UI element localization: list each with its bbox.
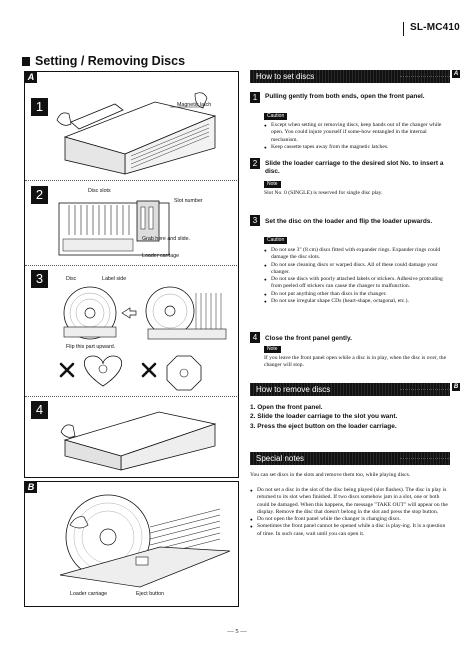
label-disc-slots: Disc slots — [88, 188, 111, 194]
special-notes-intro: You can set discs in the slots and remov… — [250, 472, 411, 478]
panel-a-badge: A — [25, 72, 37, 83]
model-label-box: SL-MC410 — [403, 22, 466, 36]
note-badge: Note — [264, 346, 281, 353]
how-to-remove-bar: How to remove discs — [250, 383, 450, 396]
set-step-4-text: If you leave the front panel open while … — [264, 355, 447, 369]
bullet-text: Except when setting or removing discs, k… — [264, 122, 449, 144]
set-step-2-number: 2 — [250, 158, 260, 169]
caution-badge: Caution — [264, 237, 288, 244]
figure-step-2: 2 — [31, 186, 48, 204]
remove-step: 3. Press the eject button on the loader … — [250, 422, 397, 430]
title-square-icon — [22, 57, 30, 66]
how-to-remove-tag: B — [452, 383, 460, 391]
set-step-1-bullets: Except when setting or removing discs, k… — [264, 122, 449, 151]
set-step-4-heading: Close the front panel gently. — [265, 335, 352, 342]
label-grab-here: Grab here and slide. — [142, 236, 190, 242]
label-slot-number: Slot number — [174, 198, 203, 204]
model-number: SL-MC410 — [410, 22, 460, 33]
set-step-1-number: 1 — [250, 92, 260, 103]
disc-slots-illustration — [58, 200, 170, 256]
bullet-text: Do not use irregular shape CDs (heart-sh… — [264, 298, 449, 306]
how-to-set-bar: How to set discs — [250, 70, 450, 83]
disc-on-loader-illustration — [63, 286, 227, 340]
special-notes-bar: Special notes — [250, 452, 450, 465]
page-number: — 5 — — [227, 628, 247, 635]
bullet-text: Do not use 3" (8 cm) discs fitted with e… — [264, 247, 449, 262]
remove-steps-list: 1. Open the front panel. 2. Slide the lo… — [250, 403, 397, 431]
set-step-2-text: Slot No. 0 (SINGLE) is reserved for sing… — [264, 190, 383, 196]
label-b-loader-carriage: Loader carriage — [70, 591, 108, 597]
figure-step-4: 4 — [31, 401, 48, 419]
divider — [25, 180, 237, 181]
figure-step-3: 3 — [31, 270, 48, 288]
bar-dotline — [400, 458, 450, 459]
bullet-text: Keep cassette tapes away from the magnet… — [264, 144, 449, 152]
caution-badge: Caution — [264, 113, 288, 120]
divider — [25, 396, 237, 397]
set-step-2-heading: Slide the loader carriage to the desired… — [265, 160, 444, 175]
label-magnetic-latch: Magnetic latch — [177, 102, 212, 108]
eject-illustration — [59, 494, 231, 588]
set-step-3-heading: Set the disc on the loader and flip the … — [265, 218, 433, 225]
irregular-discs-illustration — [59, 355, 202, 391]
remove-step: 1. Open the front panel. — [250, 404, 323, 411]
section-title-text: Setting / Removing Discs — [35, 54, 186, 68]
label-flip-part: Flip this part upward. — [66, 344, 116, 350]
bullet-text: Do not set a disc in the slot of the dis… — [250, 487, 448, 516]
how-to-set-tag: A — [452, 70, 460, 78]
label-label-side: Label side — [102, 276, 127, 282]
label-disc: Disc — [66, 276, 77, 282]
bullet-text: Sometimes the front panel cannot be open… — [250, 523, 448, 538]
bullet-text: Do not use discs with poorly attached la… — [264, 276, 449, 291]
set-step-4-number: 4 — [250, 332, 260, 343]
set-step-3-number: 3 — [250, 215, 260, 226]
bullet-text: Do not put anything other than discs in … — [264, 291, 449, 299]
bar-dotline — [400, 76, 450, 77]
figure-step-1: 1 — [31, 98, 48, 116]
label-eject-button: Eject button — [136, 591, 164, 597]
remove-step: 2. Slide the loader carriage to the slot… — [250, 413, 398, 421]
bullet-text: Do not open the front panel while the ch… — [250, 516, 448, 524]
special-notes-bullets: Do not set a disc in the slot of the dis… — [250, 487, 448, 538]
panel-b-badge: B — [25, 482, 37, 493]
bar-dotline — [400, 389, 450, 390]
note-badge: Note — [264, 181, 281, 188]
bullet-text: Do not use cleaning discs or warped disc… — [264, 262, 449, 277]
divider — [25, 265, 237, 266]
set-step-3-bullets: Do not use 3" (8 cm) discs fitted with e… — [264, 247, 449, 306]
label-loader-carriage: Loader carriage — [142, 253, 180, 259]
set-step-1-heading: Pulling gently from both ends, open the … — [265, 93, 425, 100]
changer-open-illustration — [56, 92, 217, 175]
changer-close-illustration — [60, 411, 217, 471]
section-title: Setting / Removing Discs — [22, 54, 185, 68]
